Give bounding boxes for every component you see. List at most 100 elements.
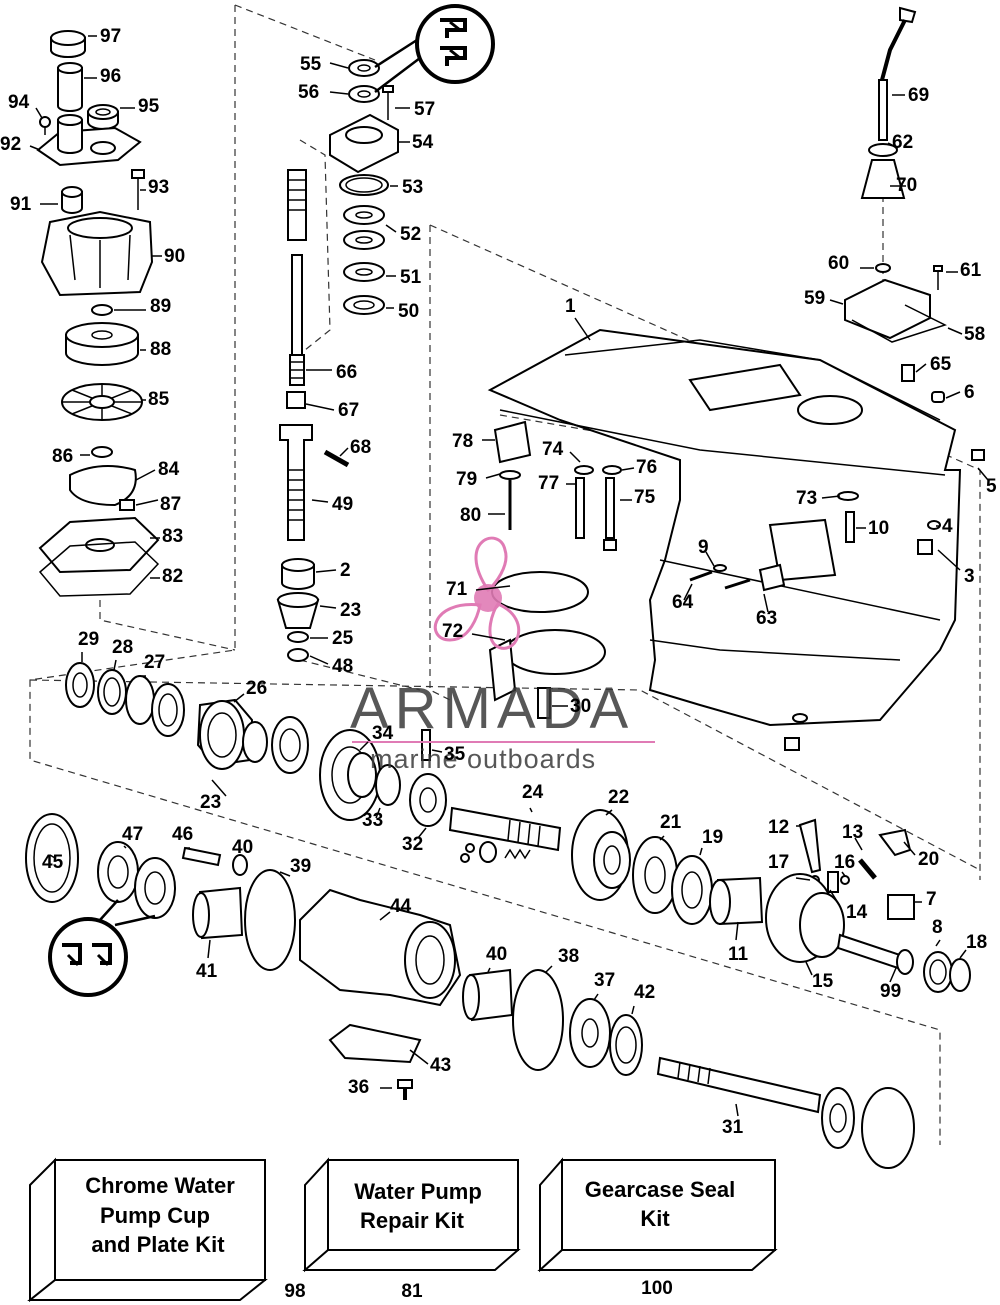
part-number-label: 21	[660, 812, 682, 833]
part-callout: 65	[915, 354, 952, 375]
part-callout: 58	[947, 324, 985, 345]
part-number-label: 53	[402, 177, 423, 198]
callout-leader-line	[329, 91, 349, 95]
part-callout: 78	[452, 431, 495, 452]
part-number-label: 57	[414, 99, 435, 120]
part-number-label: 17	[768, 852, 789, 873]
part-number-label: 47	[122, 824, 143, 845]
callout-leader-line	[659, 835, 665, 841]
bearing-carrier-parts	[65, 662, 971, 993]
part-callout: 90	[152, 246, 185, 267]
part-number-label: 10	[868, 518, 889, 539]
kit-label-line-2: Pump Cup	[100, 1203, 210, 1228]
part-number-label: 67	[338, 400, 359, 421]
seal-symbol-bottom	[48, 899, 156, 997]
part-callout: 34	[359, 723, 394, 751]
part-callout: 20	[903, 841, 939, 870]
part-callout: 29	[78, 629, 99, 662]
part-number-label: 25	[332, 628, 354, 649]
callout-leader-line	[475, 585, 511, 591]
water-pump-parts	[36, 30, 160, 597]
part-number-label: 33	[362, 810, 383, 831]
part-callout: 23	[319, 600, 361, 621]
callout-leader-line	[319, 605, 337, 609]
part-callout: 17	[768, 852, 811, 881]
part-number-label: 23	[200, 792, 221, 813]
callout-leader-line	[49, 854, 56, 859]
part-number-label: 50	[398, 301, 419, 322]
kit-label-line-1: Gearcase Seal	[585, 1177, 735, 1202]
callout-leader-line	[593, 993, 599, 1001]
callout-leader-line	[113, 659, 117, 671]
part-callout: 94	[8, 92, 43, 119]
part-number-label: 69	[908, 85, 929, 106]
callout-leader-line	[683, 583, 693, 601]
kit-number: 100	[641, 1278, 673, 1299]
kit-box-water-pump-repair: Water Pump Repair Kit 81	[302, 1157, 521, 1302]
part-number-label: 45	[42, 852, 64, 873]
callout-leader-line	[279, 871, 291, 877]
part-callout: 5	[977, 467, 997, 497]
part-callout: 28	[112, 637, 133, 671]
part-number-label: 7	[926, 889, 937, 910]
part-callout: 95	[120, 96, 160, 117]
part-number-label: 56	[298, 82, 319, 103]
part-number-label: 24	[522, 782, 544, 803]
part-number-label: 55	[300, 54, 322, 75]
part-callout: 40	[486, 944, 507, 973]
part-callout: 71	[446, 579, 511, 600]
part-number-label: 52	[400, 224, 421, 245]
part-number-label: 23	[340, 600, 361, 621]
callout-leader-line	[315, 569, 337, 573]
part-callout: 93	[140, 177, 169, 198]
part-number-label: 86	[52, 446, 73, 467]
callout-leader-line	[529, 807, 533, 813]
shift-rod-parts	[844, 6, 985, 461]
callout-leader-line	[889, 967, 897, 983]
part-number-label: 58	[964, 324, 985, 345]
armada-watermark: ARMADA marine outboards	[350, 536, 655, 774]
part-callout: 66	[306, 362, 357, 383]
part-number-label: 89	[150, 296, 171, 317]
part-number-label: 40	[486, 944, 507, 965]
part-callout: 83	[150, 526, 183, 547]
callout-leader-line	[705, 551, 715, 567]
callout-leader-line	[35, 107, 43, 119]
part-callout: 3	[937, 549, 975, 587]
callout-leader-line	[485, 473, 501, 479]
part-number-label: 68	[350, 437, 371, 458]
part-callout: 49	[311, 494, 353, 515]
callout-leader-line	[937, 549, 961, 571]
callout-leader-line	[887, 142, 899, 149]
part-number-label: 61	[960, 260, 982, 281]
part-number-label: 87	[160, 494, 181, 515]
part-number-label: 85	[148, 389, 170, 410]
part-number-label: 19	[702, 827, 723, 848]
callout-leader-line	[935, 939, 941, 947]
part-callout: 67	[305, 400, 359, 421]
part-callout: 8	[932, 917, 943, 947]
part-number-label: 37	[594, 970, 615, 991]
part-number-label: 60	[828, 253, 849, 274]
part-callout: 82	[150, 566, 183, 587]
part-callout: 1	[565, 296, 591, 341]
part-callout: 63	[756, 593, 777, 629]
part-callout: 4	[936, 516, 953, 537]
part-number-label: 77	[538, 473, 559, 494]
callout-leader-line	[795, 877, 811, 881]
part-callout: 79	[456, 469, 501, 490]
part-number-label: 42	[634, 982, 655, 1003]
part-callout: 41	[196, 939, 218, 982]
callout-leader-line	[915, 363, 927, 373]
callout-leader-line	[409, 1049, 429, 1065]
propshaft-parts	[25, 813, 915, 1169]
part-callout: 70	[890, 175, 917, 196]
part-number-label: 90	[164, 246, 185, 267]
part-callout: 77	[538, 473, 575, 494]
part-callout: 64	[672, 583, 694, 613]
part-callout: 22	[605, 787, 629, 816]
part-number-label: 41	[196, 961, 218, 982]
part-number-label: 38	[558, 946, 579, 967]
part-number-label: 12	[768, 817, 789, 838]
part-callout: 38	[545, 946, 579, 973]
